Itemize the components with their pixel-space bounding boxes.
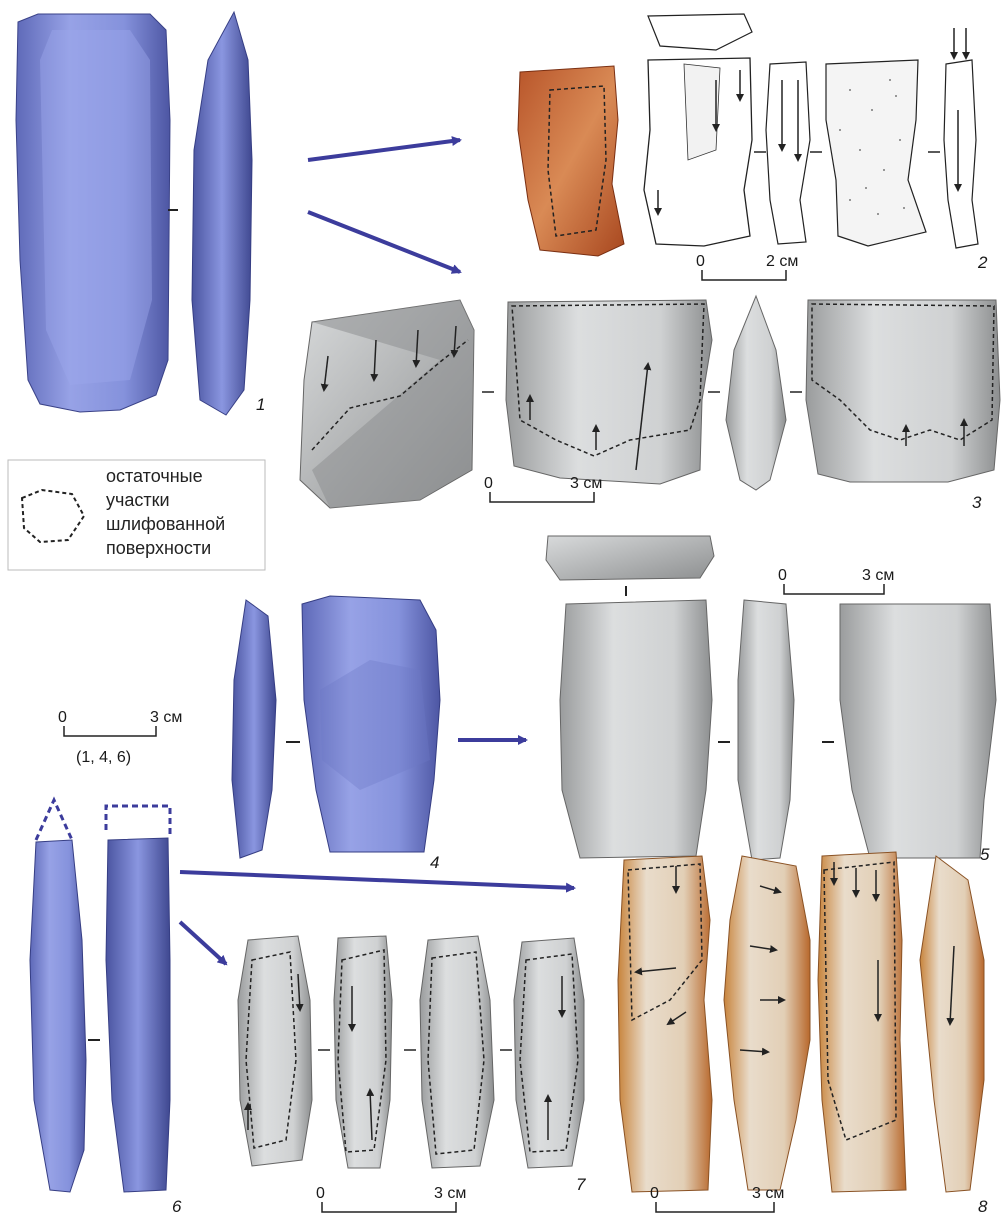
artifact-7-view-2 <box>334 936 392 1168</box>
artifact-8-photo-4 <box>920 856 984 1192</box>
legend-line-3: шлифованной <box>106 514 225 534</box>
artifact-3: 3 <box>300 296 1000 512</box>
scale-bar-7: 0 3 см <box>316 1185 466 1212</box>
scale-bar-2: 0 2 см <box>696 253 798 280</box>
artifact-7: 7 <box>238 936 586 1194</box>
legend-line-1: остаточные <box>106 466 203 486</box>
artifact-3-face <box>506 300 712 484</box>
artifact-2-stippled-drawing <box>826 60 926 246</box>
svg-text:3 см: 3 см <box>434 1185 466 1202</box>
svg-text:0: 0 <box>484 475 493 492</box>
artifact-5: 5 <box>546 536 996 864</box>
artifact-5-side <box>738 600 794 860</box>
artifact-8-photo-2 <box>724 856 810 1190</box>
figure-number-1: 1 <box>256 395 265 414</box>
artifact-1: 1 <box>16 12 265 415</box>
figure-number-6: 6 <box>172 1197 182 1216</box>
arrow-6-to-8 <box>180 872 574 888</box>
svg-text:0: 0 <box>650 1185 659 1202</box>
arrow-6-to-7 <box>180 922 226 964</box>
legend-line-2: участки <box>106 490 170 510</box>
artifact-2-narrow-drawing <box>944 60 978 248</box>
artifact-8: 8 <box>618 852 988 1216</box>
artifact-6-side <box>106 838 170 1192</box>
svg-text:3 см: 3 см <box>862 567 894 584</box>
artifact-4-side <box>232 600 276 858</box>
svg-text:0: 0 <box>316 1185 325 1202</box>
artifact-2-photo <box>518 66 624 256</box>
scale-bar-146: 0 3 см (1, 4, 6) <box>58 709 182 766</box>
svg-text:3 см: 3 см <box>570 475 602 492</box>
svg-text:0: 0 <box>778 567 787 584</box>
artifact-5-reverse <box>840 604 996 858</box>
artifact-5-face <box>560 600 712 858</box>
scale-bar-3: 0 3 см <box>484 475 602 502</box>
svg-text:3 см: 3 см <box>752 1185 784 1202</box>
artifact-8-photo-1 <box>618 856 712 1192</box>
artifact-1-side <box>192 12 252 415</box>
figure-number-3: 3 <box>972 493 982 512</box>
svg-text:0: 0 <box>696 253 705 270</box>
scale-bar-5: 0 3 см <box>778 567 894 594</box>
artifact-6-face <box>30 840 86 1192</box>
svg-text:0: 0 <box>58 709 67 726</box>
scale-note: (1, 4, 6) <box>76 749 131 766</box>
artifact-2-top-drawing <box>648 14 752 50</box>
artifact-3-reverse <box>806 300 1000 482</box>
artifact-4: 4 <box>232 596 440 872</box>
artifact-6-butt-outline <box>106 806 170 838</box>
legend: остаточные участки шлифованной поверхнос… <box>8 460 265 570</box>
figure-number-2: 2 <box>977 253 988 272</box>
artifact-6: 6 <box>30 800 182 1216</box>
artifact-8-photo-3 <box>818 852 906 1192</box>
artifact-3-edge <box>726 296 786 490</box>
artifact-7-view-1 <box>238 936 312 1166</box>
figure-number-4: 4 <box>430 853 439 872</box>
artifact-2: 2 <box>518 14 988 272</box>
arrow-1-to-2 <box>308 140 460 160</box>
figure-number-5: 5 <box>980 845 990 864</box>
figure-number-8: 8 <box>978 1197 988 1216</box>
svg-text:3 см: 3 см <box>150 709 182 726</box>
artifact-5-top <box>546 536 714 580</box>
artifact-6-tip-outline <box>36 800 72 840</box>
artifact-1-facet <box>40 30 152 385</box>
legend-line-4: поверхности <box>106 538 211 558</box>
svg-text:2 см: 2 см <box>766 253 798 270</box>
figure-number-7: 7 <box>576 1175 586 1194</box>
artifact-2-side-drawing <box>766 62 810 244</box>
arrow-1-to-3 <box>308 212 460 272</box>
